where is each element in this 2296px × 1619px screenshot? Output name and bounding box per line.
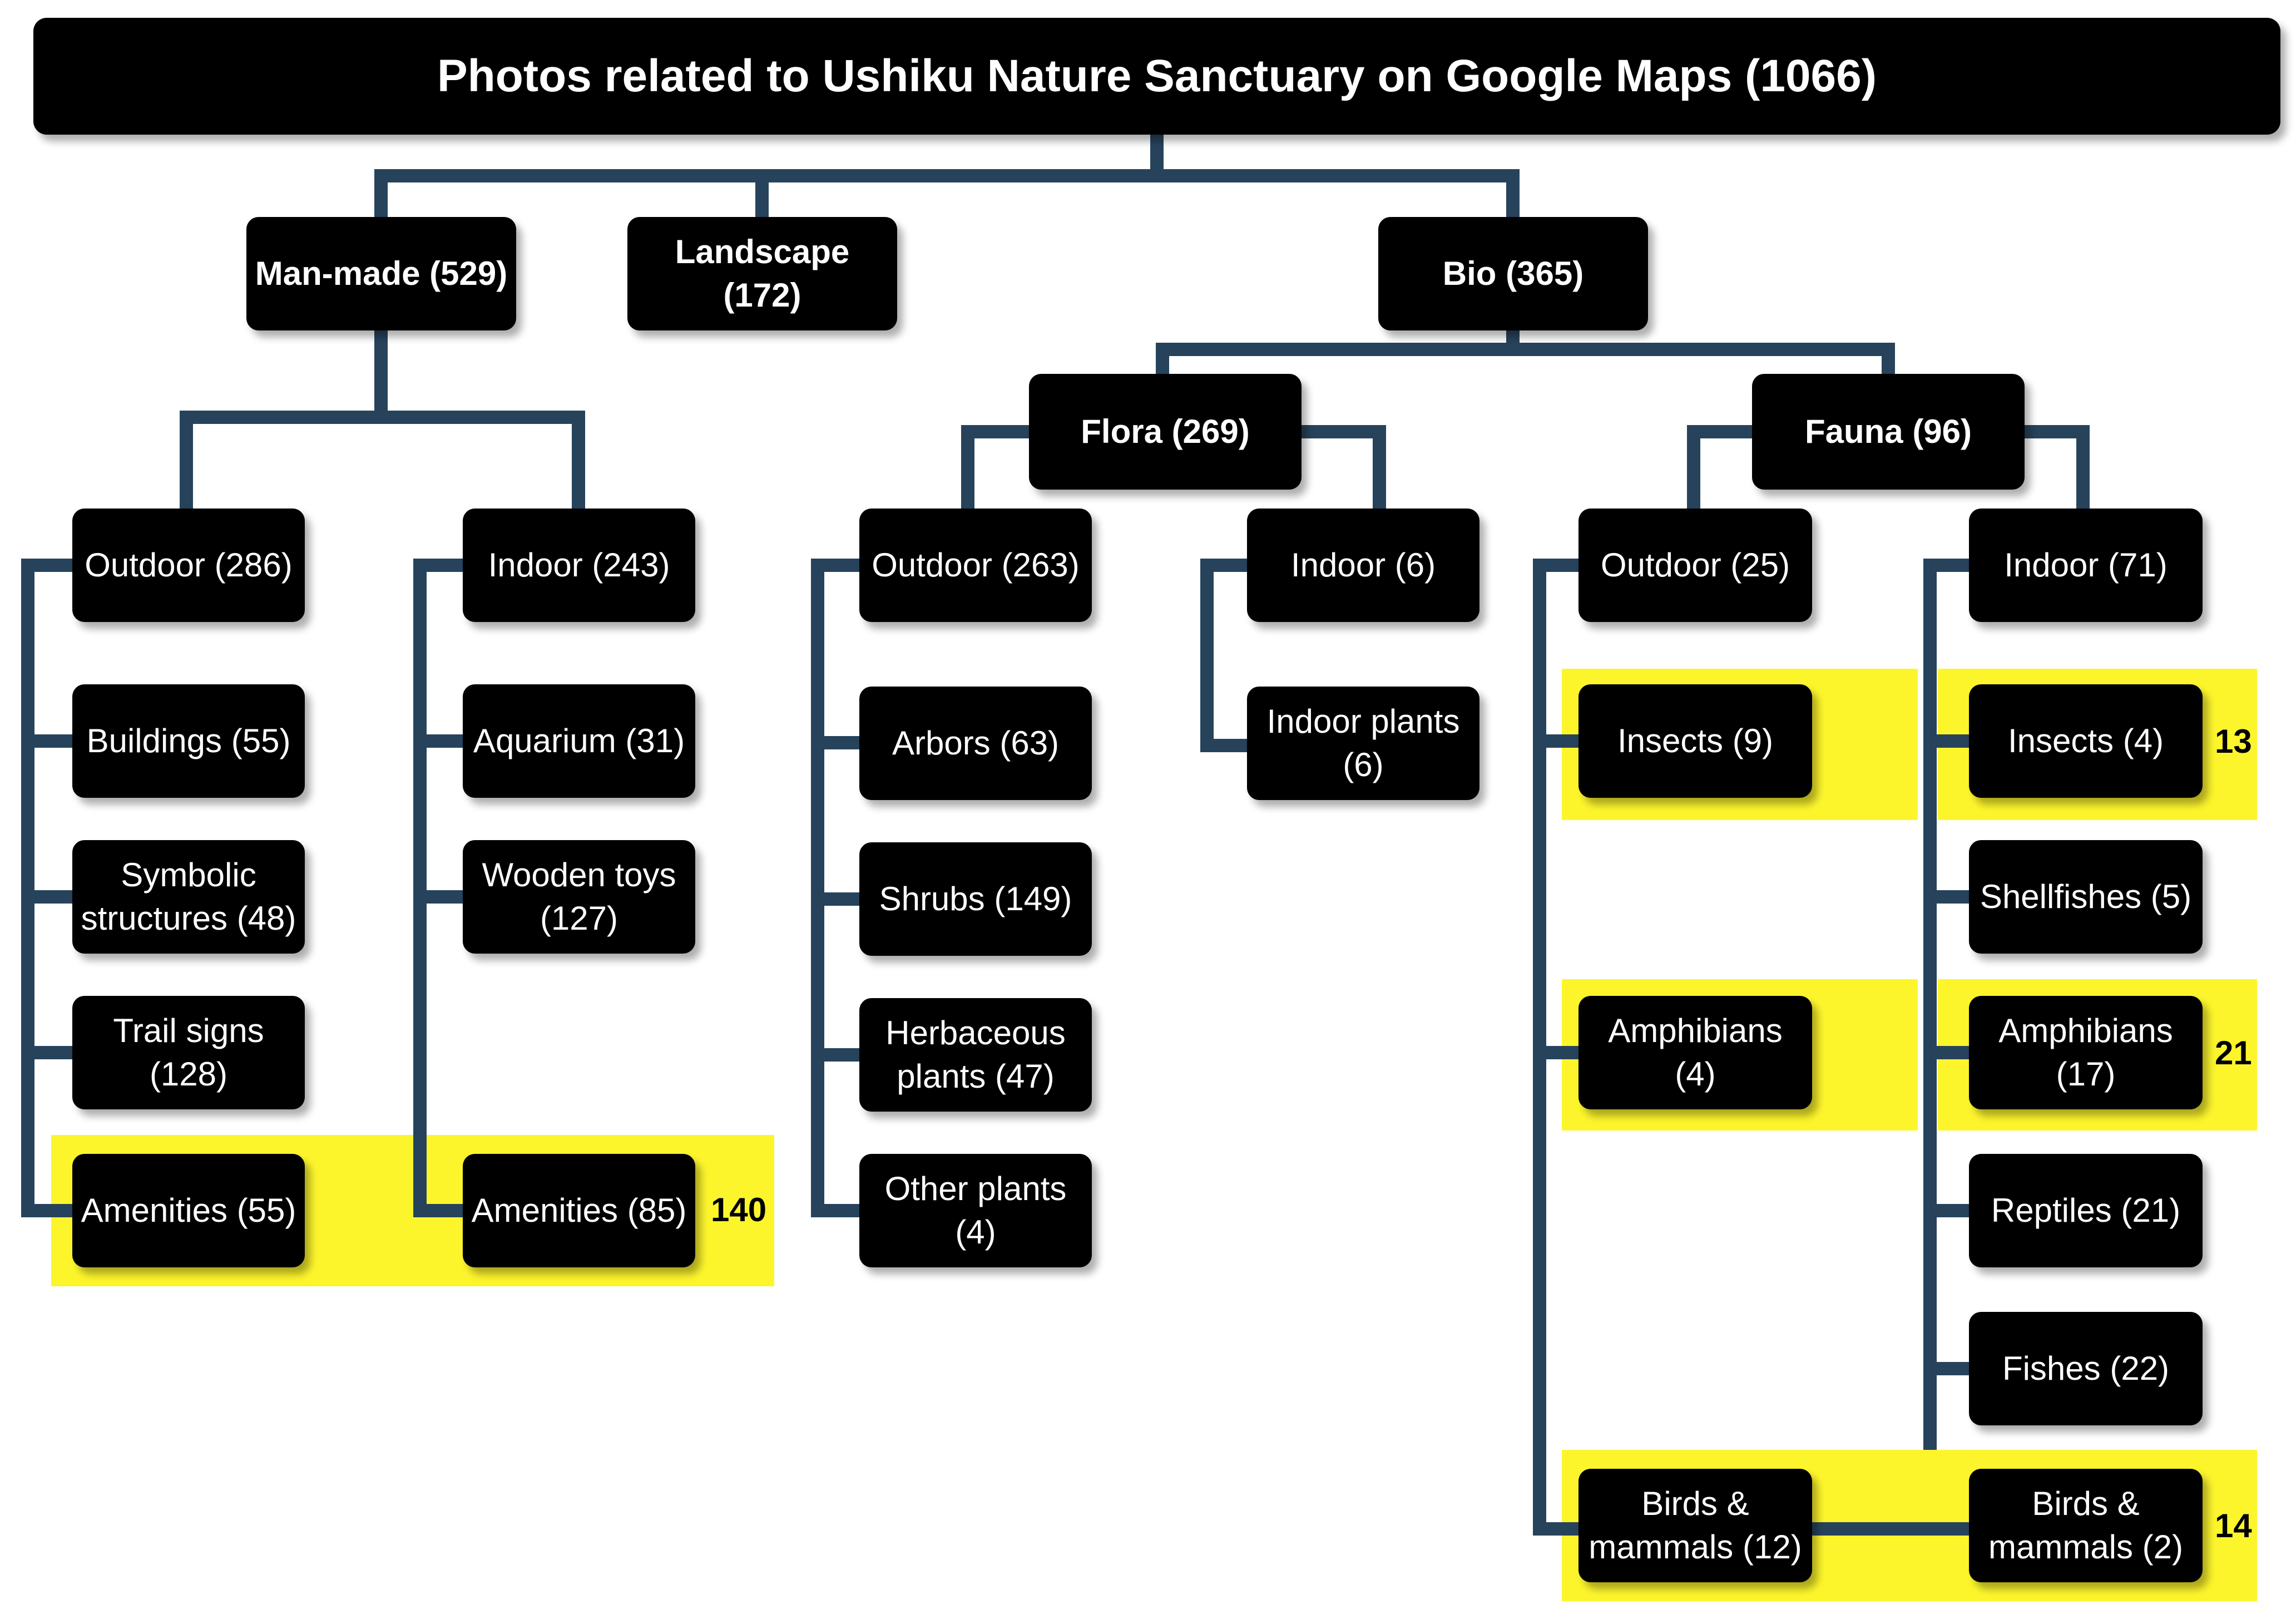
node-symbolic-structures: Symbolic structures (48) <box>72 840 305 954</box>
node-birds-mammals-outdoor: Birds & mammals (12) <box>1578 1469 1812 1582</box>
node-amphibians-indoor: Amphibians (17) <box>1969 996 2203 1109</box>
node-fauna: Fauna (96) <box>1752 374 2025 490</box>
diagram-title: Photos related to Ushiku Nature Sanctuar… <box>33 18 2280 135</box>
node-amphibians-outdoor: Amphibians (4) <box>1578 996 1812 1109</box>
node-amenities-outdoor: Amenities (55) <box>72 1154 305 1267</box>
node-trail-signs: Trail signs (128) <box>72 996 305 1109</box>
node-insects-indoor: Insects (4) <box>1969 684 2203 798</box>
node-landscape: Landscape (172) <box>627 217 897 330</box>
node-man-made: Man-made (529) <box>246 217 516 330</box>
node-wooden-toys: Wooden toys (127) <box>463 840 695 954</box>
node-amenities-indoor: Amenities (85) <box>463 1154 695 1267</box>
node-herbaceous-plants: Herbaceous plants (47) <box>859 998 1092 1112</box>
node-other-plants: Other plants (4) <box>859 1154 1092 1267</box>
node-fauna-indoor: Indoor (71) <box>1969 509 2203 622</box>
node-bio: Bio (365) <box>1378 217 1648 330</box>
node-reptiles: Reptiles (21) <box>1969 1154 2203 1267</box>
node-manmade-indoor: Indoor (243) <box>463 509 695 622</box>
node-fauna-outdoor: Outdoor (25) <box>1578 509 1812 622</box>
node-arbors: Arbors (63) <box>859 687 1092 800</box>
node-insects-outdoor: Insects (9) <box>1578 684 1812 798</box>
node-fishes: Fishes (22) <box>1969 1312 2203 1425</box>
sum-amphibians: 21 <box>2215 1034 2252 1072</box>
node-shrubs: Shrubs (149) <box>859 842 1092 956</box>
node-aquarium: Aquarium (31) <box>463 684 695 798</box>
node-shellfishes: Shellfishes (5) <box>1969 840 2203 954</box>
node-manmade-outdoor: Outdoor (286) <box>72 509 305 622</box>
sum-amenities: 140 <box>711 1191 767 1228</box>
node-flora-outdoor: Outdoor (263) <box>859 509 1092 622</box>
node-birds-mammals-indoor: Birds & mammals (2) <box>1969 1469 2203 1582</box>
node-buildings: Buildings (55) <box>72 684 305 798</box>
sum-insects: 13 <box>2215 723 2252 760</box>
node-flora: Flora (269) <box>1029 374 1302 490</box>
node-indoor-plants: Indoor plants (6) <box>1247 687 1479 800</box>
node-flora-indoor: Indoor (6) <box>1247 509 1479 622</box>
sum-birds-mammals: 14 <box>2215 1507 2252 1544</box>
